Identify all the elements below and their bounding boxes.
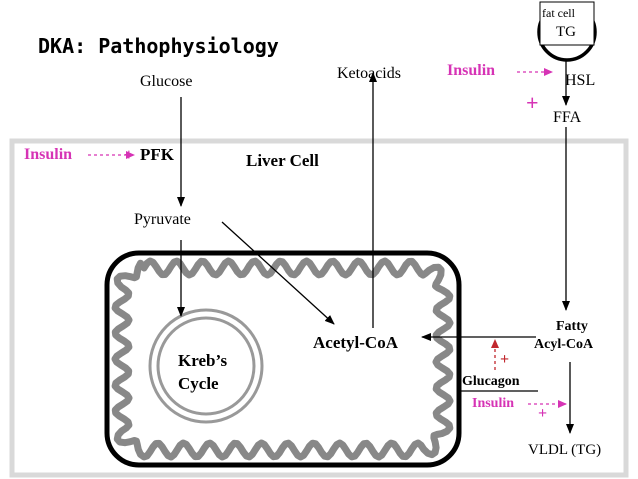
fat-cell-tg: TG <box>556 24 576 40</box>
mitochondrion-outer <box>104 250 462 468</box>
vldl-label: VLDL (TG) <box>528 442 602 458</box>
pfk-label: PFK <box>140 145 174 164</box>
pyruvate-label: Pyruvate <box>134 211 191 228</box>
krebs-cycle-inner-ring <box>156 316 256 416</box>
plus-glucagon-label: + <box>500 351 510 368</box>
glucagon-label: Glucagon <box>462 374 520 389</box>
krebs-cycle-label-line2: Cycle <box>178 374 219 393</box>
liver-cell-label: Liver Cell <box>246 151 319 170</box>
insulin-pfk-label: Insulin <box>24 146 73 163</box>
arrow-pyruvate-to-acetylcoa <box>221 221 335 325</box>
fat-cell-box <box>539 1 595 46</box>
liver-cell-border <box>9 138 629 478</box>
ffa-label: FFA <box>553 109 582 126</box>
fat-cell-label: fat cell <box>542 6 575 20</box>
mitochondrion-inner-membrane <box>111 257 454 461</box>
plus-hsl-label: + <box>526 90 539 115</box>
plus-vldl-label: + <box>538 405 548 422</box>
fatty-acyl-coa-label-line2: Acyl-CoA <box>534 337 594 352</box>
diagram-title: DKA: Pathophysiology <box>38 34 279 58</box>
acetyl-coa-label: Acetyl-CoA <box>313 333 398 352</box>
insulin-vldl-label: Insulin <box>472 396 515 411</box>
plus-pfk-label: + <box>124 145 134 164</box>
insulin-hsl-label: Insulin <box>447 62 496 79</box>
krebs-cycle-label-line1: Kreb’s <box>178 351 228 370</box>
hsl-label: HSL <box>565 72 596 89</box>
ketoacids-label: Ketoacids <box>337 65 401 82</box>
krebs-cycle-outer-ring <box>148 308 264 424</box>
glucose-label: Glucose <box>140 73 193 90</box>
fatty-acyl-coa-label-line1: Fatty <box>556 319 588 334</box>
